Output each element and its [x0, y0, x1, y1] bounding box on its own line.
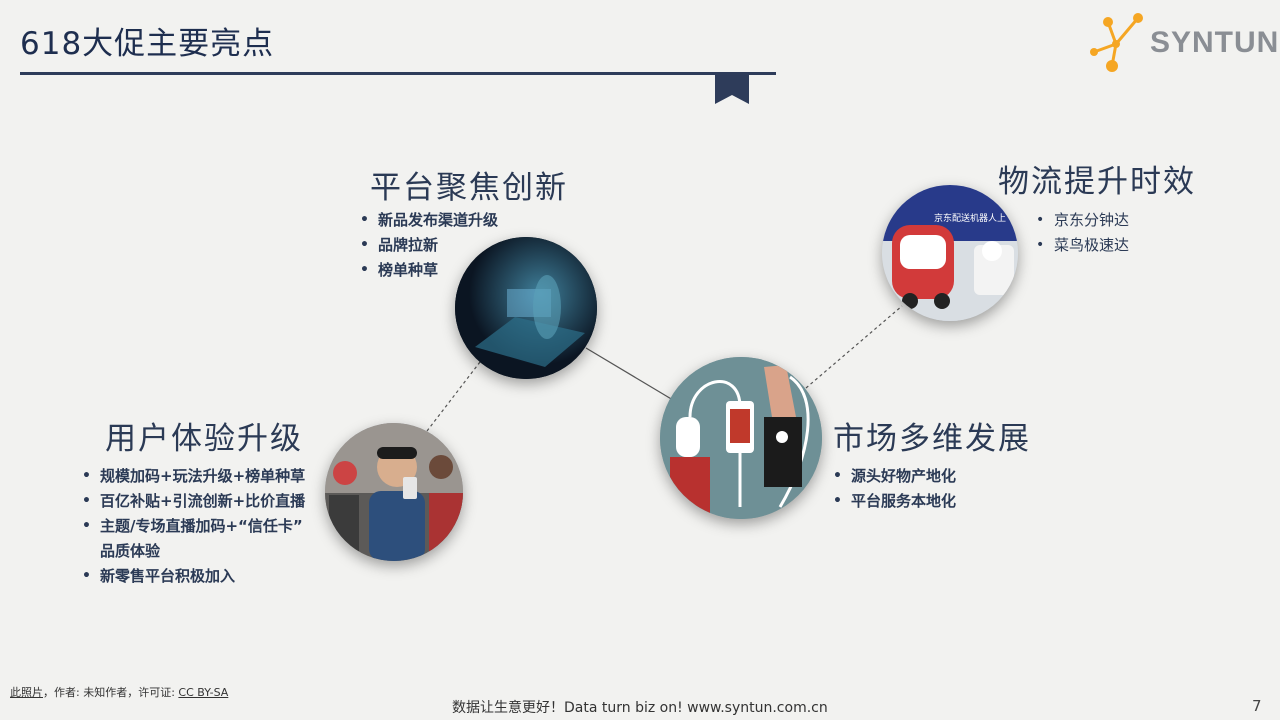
molecule-logo-icon — [1090, 13, 1143, 72]
photo-ecommerce-illustration — [660, 357, 822, 519]
bullet-item: 京东分钟达 — [1034, 208, 1129, 233]
section-title-logistics: 物流提升时效 — [998, 164, 1196, 200]
bullet-item: 新品发布渠道升级 — [358, 208, 498, 233]
exhibit-scene-image — [455, 237, 597, 379]
bullets-user: 规模加码+玩法升级+榜单种草 百亿补贴+引流创新+比价直播 主题/专场直播加码+… — [80, 464, 305, 589]
shoppers-crowd-image — [325, 423, 463, 561]
title-underline — [20, 72, 776, 75]
bullets-market: 源头好物产地化 平台服务本地化 — [831, 464, 956, 514]
photo-platform-exhibit — [455, 237, 597, 379]
bullet-item: 源头好物产地化 — [831, 464, 956, 489]
bullet-item: 百亿补贴+引流创新+比价直播 — [80, 489, 305, 514]
credit-license-link[interactable]: CC BY-SA — [178, 686, 229, 699]
bullets-logistics: 京东分钟达 菜鸟极速达 — [1034, 208, 1129, 258]
bullet-item: 品牌拉新 — [358, 233, 498, 258]
ecommerce-illustration-image — [660, 357, 822, 519]
bullet-item: 品质体验 — [80, 539, 305, 564]
bullets-platform: 新品发布渠道升级 品牌拉新 榜单种草 — [358, 208, 498, 283]
bullet-item: 主题/专场直播加码+“信任卡” — [80, 514, 305, 539]
photo-credit: 此照片，作者: 未知作者，许可证: CC BY-SA — [10, 684, 228, 700]
bullet-item: 菜鸟极速达 — [1034, 233, 1129, 258]
footer-tagline: 数据让生意更好！Data turn biz on! www.syntun.com… — [452, 700, 828, 716]
credit-author-text: ，作者: 未知作者，许可证: — [43, 686, 179, 699]
section-title-market: 市场多维发展 — [833, 421, 1031, 457]
photo-shoppers-crowd — [325, 423, 463, 561]
section-title-platform: 平台聚焦创新 — [370, 170, 568, 206]
photo-delivery-robots: 京东配送机器人上 — [882, 185, 1018, 321]
robot-sign-text: 京东配送机器人上 — [934, 212, 1006, 224]
section-title-user: 用户体验升级 — [105, 421, 303, 457]
page-number: 7 — [1252, 697, 1262, 715]
credit-photo-link[interactable]: 此照片 — [10, 686, 43, 699]
bullet-item: 平台服务本地化 — [831, 489, 956, 514]
syntun-logo: SYNTUN — [1086, 12, 1278, 72]
bullet-continuation: 品质体验 — [100, 542, 161, 560]
bullet-item: 规模加码+玩法升级+榜单种草 — [80, 464, 305, 489]
logo-wordmark: SYNTUN — [1150, 26, 1280, 59]
delivery-robots-image: 京东配送机器人上 — [882, 185, 1018, 321]
bullet-item: 新零售平台积极加入 — [80, 564, 305, 589]
slide-title: 618大促主要亮点 — [20, 26, 275, 62]
bullet-item: 榜单种草 — [358, 258, 498, 283]
